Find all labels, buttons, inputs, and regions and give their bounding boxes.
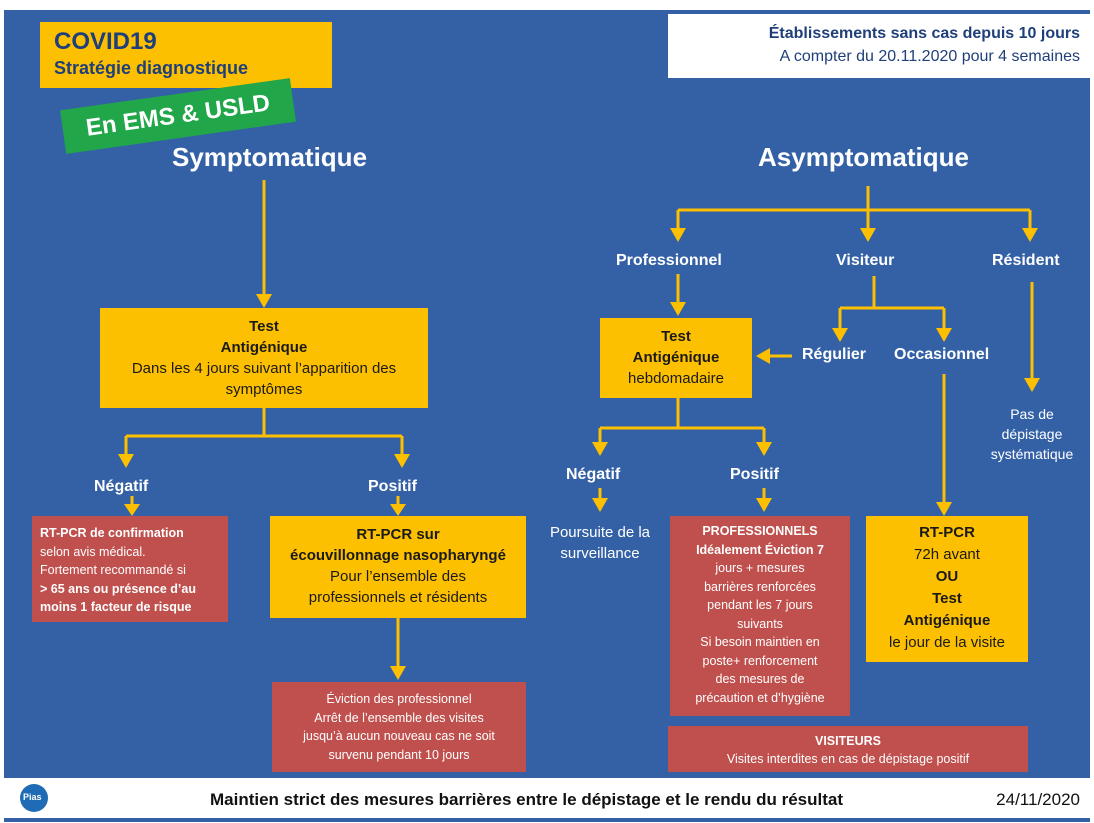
visitor-line-5: Antigénique (903, 612, 991, 629)
visitor-test-box: RT-PCR 72h avant OU Test Antigénique le … (866, 516, 1028, 662)
symptomatic-positif-label: Positif (368, 478, 417, 495)
evict-line-2: Arrêt de l’ensemble des visites (314, 710, 484, 725)
professionnels-box: PROFESSIONNELS Idéalement Éviction 7 jou… (670, 516, 850, 716)
neg-line-2: selon avis médical. (40, 544, 146, 559)
info-line-2: A compter du 20.11.2020 pour 4 semaines (779, 48, 1080, 65)
pro-line-2: Idéalement Éviction 7 (696, 542, 824, 557)
pro-line-7: Si besoin maintien en (700, 635, 820, 649)
visiteur-label: Visiteur (836, 252, 895, 269)
resident-note: Pas de dépistage systématique (980, 404, 1084, 464)
weekly-test-label: Test (661, 328, 691, 345)
visitor-line-3: OU (935, 568, 959, 585)
eviction-box: Éviction des professionnel Arrêt de l’en… (272, 682, 526, 772)
pro-line-6: suivants (737, 616, 783, 631)
pro-line-5: pendant les 7 jours (707, 598, 813, 612)
surveillance-text: Poursuite de la surveillance (540, 522, 660, 564)
neg-line-3: Fortement recommandé si (40, 563, 186, 577)
asymptomatic-positif-label: Positif (730, 466, 779, 483)
subtitle: Stratégie diagnostique (54, 58, 249, 78)
weekly-antigenique-label: Antigénique (632, 349, 720, 366)
test-description-2: symptômes (225, 381, 303, 398)
pro-line-1: PROFESSIONNELS (702, 524, 818, 538)
visiteurs-line-1: VISITEURS (815, 734, 881, 748)
surveillance-line-2: surveillance (560, 545, 640, 562)
footer-underline (4, 818, 1090, 822)
footer-message: Maintien strict des mesures barrières en… (210, 790, 843, 809)
symptomatic-negatif-label: Négatif (94, 478, 149, 495)
resident-label: Résident (992, 252, 1060, 269)
professionnel-label: Professionnel (616, 252, 722, 269)
neg-line-5: moins 1 facteur de risque (40, 600, 192, 614)
footer-date: 24/11/2020 (996, 790, 1080, 809)
resident-note-line-2: dépistage (1001, 426, 1063, 442)
pro-line-8: poste+ renforcement (702, 653, 818, 668)
pos-line-2: écouvillonnage nasopharyngé (290, 547, 506, 564)
visitor-line-1: RT-PCR (919, 524, 975, 541)
info-box: Établissements sans cas depuis 10 jours … (668, 14, 1092, 78)
pro-line-10: précaution et d’hygiène (695, 690, 825, 705)
pro-line-3: jours + mesures (715, 561, 805, 575)
evict-line-1: Éviction des professionnel (326, 692, 472, 706)
resident-note-line-1: Pas de (1010, 406, 1054, 422)
pos-line-4: professionnels et résidents (308, 589, 488, 606)
test-description-1: Dans les 4 jours suivant l’apparition de… (131, 360, 397, 377)
title-box: COVID19 Stratégie diagnostique (40, 22, 332, 88)
pro-line-9: des mesures de (715, 672, 805, 686)
evict-line-4: survenu pendant 10 jours (328, 747, 470, 762)
neg-line-1: RT-PCR de confirmation (40, 526, 184, 540)
visiteurs-line-2: Visites interdites en cas de dépistage p… (726, 752, 970, 766)
occasionnel-label: Occasionnel (894, 346, 990, 363)
pro-line-4: barrières renforcées (704, 579, 816, 594)
evict-line-3: jusqu’à aucun nouveau cas ne soit (303, 729, 495, 743)
footer-bar: Pias Maintien strict des mesures barrièr… (4, 780, 1090, 818)
pias-logo: Pias (20, 784, 48, 812)
visitor-line-4: Test (932, 590, 962, 607)
info-line-1: Établissements sans cas depuis 10 jours (768, 25, 1080, 42)
pos-line-3: Pour l’ensemble des (330, 568, 466, 585)
pos-line-1: RT-PCR sur (356, 526, 440, 543)
regulier-label: Régulier (802, 346, 867, 363)
antigenique-label: Antigénique (220, 339, 308, 356)
visitor-line-2: 72h avant (914, 546, 980, 563)
asymptomatic-negatif-label: Négatif (566, 466, 621, 483)
test-label: Test (249, 318, 279, 335)
confirmation-pcr-box: RT-PCR de confirmation selon avis médica… (32, 516, 228, 622)
visiteurs-box: VISITEURS Visites interdites en cas de d… (668, 726, 1028, 772)
symptomatic-heading: Symptomatique (172, 142, 368, 172)
logo-text: Pias (23, 792, 42, 802)
weekly-test-box: Test Antigénique hebdomadaire (600, 318, 752, 398)
asymptomatic-heading: Asymptomatique (758, 142, 969, 172)
nasopharyngeal-pcr-box: RT-PCR sur écouvillonnage nasopharyngé P… (270, 516, 526, 618)
visitor-line-6: le jour de la visite (889, 634, 1005, 651)
neg-line-4: > 65 ans ou présence d’au (40, 581, 196, 596)
weekly-hebdo-label: hebdomadaire (628, 370, 724, 387)
symptomatic-test-box: Test Antigénique Dans les 4 jours suivan… (100, 308, 428, 408)
title: COVID19 (54, 28, 157, 55)
resident-note-line-3: systématique (990, 446, 1074, 462)
surveillance-line-1: Poursuite de la (549, 524, 651, 541)
